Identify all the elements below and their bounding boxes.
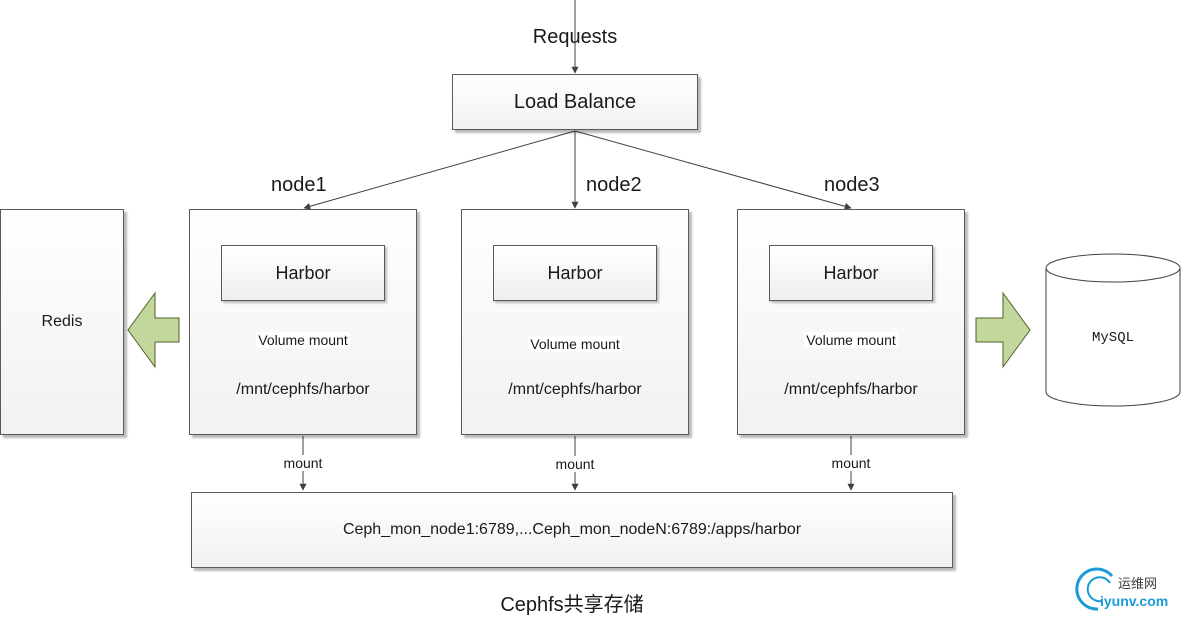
node2-label: node2 bbox=[586, 174, 642, 196]
node3-box bbox=[737, 209, 965, 435]
ceph-storage-label: Ceph_mon_node1:6789,...Ceph_mon_nodeN:67… bbox=[342, 521, 802, 538]
lb-to-node3-arrow bbox=[574, 130, 852, 210]
node3-volume-label: Volume mount bbox=[804, 332, 898, 348]
requests-label: Requests bbox=[532, 26, 618, 48]
node3-label: node3 bbox=[824, 174, 880, 196]
node2-harbor-label: Harbor bbox=[547, 262, 603, 283]
ceph-storage-box: Ceph_mon_node1:6789,...Ceph_mon_nodeN:67… bbox=[191, 492, 953, 568]
load-balance-box: Load Balance bbox=[452, 74, 698, 130]
mysql-cylinder bbox=[1045, 253, 1181, 407]
to-redis-block-arrow bbox=[127, 291, 180, 369]
node3-mount-label: mount bbox=[829, 455, 873, 471]
node1-box bbox=[189, 209, 417, 435]
node1-path-label: /mnt/cephfs/harbor bbox=[236, 381, 370, 398]
node1-harbor-box: Harbor bbox=[221, 245, 385, 301]
node3-path-label: /mnt/cephfs/harbor bbox=[784, 381, 918, 398]
watermark-url-text: iyunv.com bbox=[1100, 593, 1169, 609]
to-mysql-block-arrow bbox=[975, 291, 1031, 369]
node1-mount-label: mount bbox=[281, 455, 325, 471]
redis-label: Redis bbox=[41, 313, 83, 330]
diagram-caption: Cephfs共享存储 bbox=[500, 594, 644, 616]
node2-mount-label: mount bbox=[553, 456, 597, 472]
mysql-label: MySQL bbox=[1091, 330, 1135, 346]
node1-harbor-label: Harbor bbox=[275, 262, 331, 283]
node2-path-label: /mnt/cephfs/harbor bbox=[508, 381, 642, 398]
node2-box bbox=[461, 209, 689, 435]
redis-box: Redis bbox=[0, 209, 124, 435]
node3-harbor-box: Harbor bbox=[769, 245, 933, 301]
lb-to-node1-arrow bbox=[303, 130, 576, 210]
node3-harbor-label: Harbor bbox=[823, 262, 879, 283]
node1-label: node1 bbox=[271, 174, 327, 196]
load-balance-label: Load Balance bbox=[513, 90, 637, 113]
node1-volume-label: Volume mount bbox=[256, 332, 350, 348]
node2-harbor-box: Harbor bbox=[493, 245, 657, 301]
watermark-cn-text: 运维网 bbox=[1118, 576, 1158, 591]
watermark-logo-icon bbox=[1075, 567, 1114, 611]
node2-volume-label: Volume mount bbox=[528, 336, 622, 352]
